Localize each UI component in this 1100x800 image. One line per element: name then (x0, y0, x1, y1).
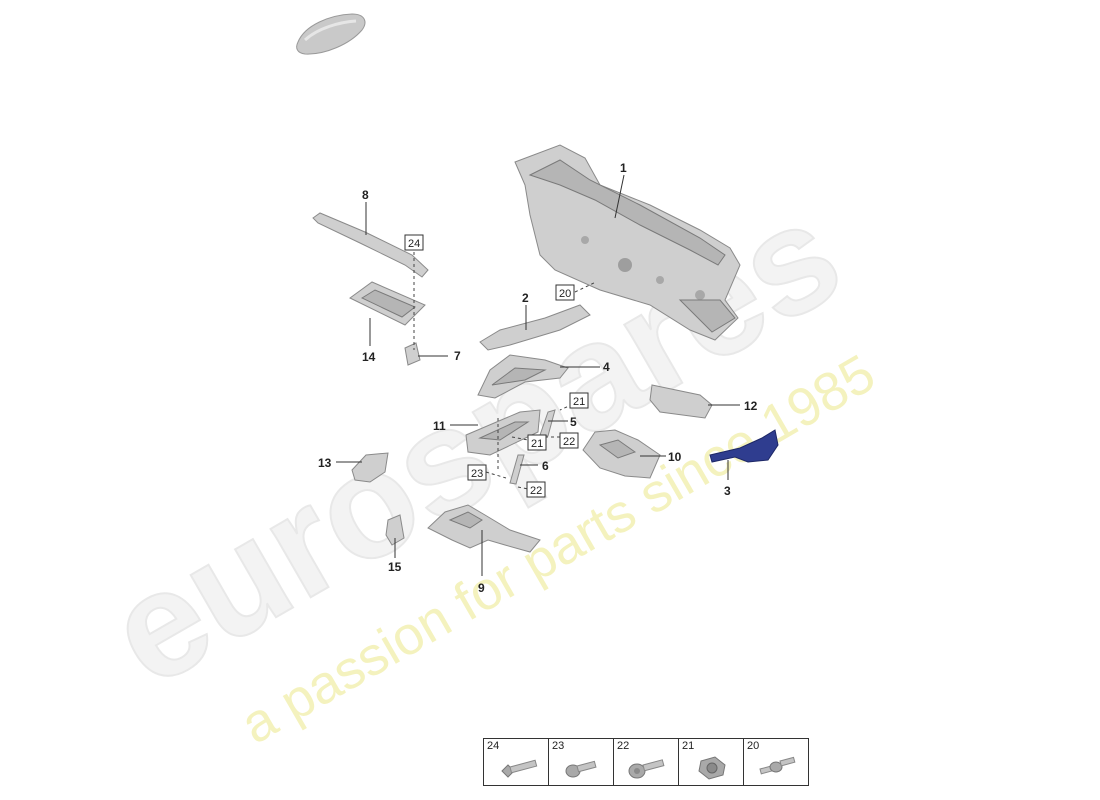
callout-10[interactable]: 10 (668, 450, 682, 464)
callout-4[interactable]: 4 (603, 360, 610, 374)
fastener-legend: 24 23 22 21 (483, 738, 809, 786)
svg-text:20: 20 (559, 288, 571, 300)
callout-5[interactable]: 5 (570, 415, 577, 429)
callout-15[interactable]: 15 (388, 560, 402, 574)
part-7-bracket[interactable] (404, 342, 421, 366)
fastener-number: 23 (552, 740, 565, 752)
part-2-panel[interactable] (479, 304, 591, 351)
callout-1[interactable]: 1 (620, 161, 627, 175)
callout-6[interactable]: 6 (542, 459, 549, 473)
callout-9[interactable]: 9 (478, 581, 485, 595)
part-1-bulkhead[interactable] (514, 144, 741, 341)
svg-text:23: 23 (471, 468, 483, 480)
part-13-bracket[interactable] (351, 452, 389, 483)
part-9-bracket[interactable] (427, 504, 541, 553)
stud-bolt-icon (759, 756, 796, 775)
fastener-cell-20[interactable]: 20 (743, 738, 809, 786)
vehicle-silhouette-icon (296, 13, 366, 55)
svg-text:24: 24 (408, 238, 420, 250)
callout-14[interactable]: 14 (362, 350, 376, 364)
boxed-ref-22-lower[interactable]: 22 (526, 481, 546, 498)
callout-7[interactable]: 7 (454, 349, 461, 363)
bolt-short-icon (565, 760, 597, 778)
part-15-bracket[interactable] (385, 514, 405, 546)
flange-bolt-icon (628, 759, 665, 779)
fastener-number: 21 (682, 740, 695, 752)
callout-13[interactable]: 13 (318, 456, 332, 470)
callout-3[interactable]: 3 (724, 484, 731, 498)
fastener-cell-24[interactable]: 24 (483, 738, 549, 786)
watermark: eurospares a passion for parts since 198… (81, 167, 885, 756)
part-12-duct[interactable] (649, 384, 713, 419)
part-6-strut[interactable] (509, 454, 525, 485)
fastener-cell-23[interactable]: 23 (548, 738, 614, 786)
callout-11[interactable]: 11 (433, 419, 446, 433)
hex-nut-icon (698, 756, 726, 780)
callout-12[interactable]: 12 (744, 399, 758, 413)
svg-text:22: 22 (563, 436, 575, 448)
fastener-cell-22[interactable]: 22 (613, 738, 679, 786)
callout-8[interactable]: 8 (362, 188, 369, 202)
callout-2[interactable]: 2 (522, 291, 529, 305)
part-11-bracket[interactable] (465, 409, 541, 456)
part-8-crossmember[interactable] (312, 212, 429, 278)
svg-text:21: 21 (531, 438, 543, 450)
boxed-ref-22-upper[interactable]: 22 (559, 432, 579, 449)
boxed-ref-24[interactable]: 24 (404, 234, 424, 251)
boxed-ref-21-upper[interactable]: 21 (569, 392, 589, 409)
fastener-number: 20 (747, 740, 760, 752)
boxed-references: 24 20 21 22 21 23 22 (404, 234, 589, 498)
fastener-number: 24 (487, 740, 500, 752)
part-14-tray[interactable] (349, 281, 426, 326)
fastener-number: 22 (617, 740, 630, 752)
callout-labels: 1 2 4 3 5 6 7 8 9 10 11 12 13 14 15 (318, 161, 758, 595)
part-10-bracket[interactable] (582, 429, 661, 479)
boxed-ref-23[interactable]: 23 (467, 464, 487, 481)
svg-text:22: 22 (530, 485, 542, 497)
svg-text:21: 21 (573, 396, 585, 408)
boxed-ref-20[interactable]: 20 (555, 284, 575, 301)
part-4-bracket[interactable] (477, 354, 569, 399)
part-3-reinforcement[interactable] (709, 429, 779, 463)
bolt-long-icon (501, 759, 538, 778)
fastener-cell-21[interactable]: 21 (678, 738, 744, 786)
boxed-ref-21-lower[interactable]: 21 (527, 434, 547, 451)
leader-lines (336, 174, 740, 576)
